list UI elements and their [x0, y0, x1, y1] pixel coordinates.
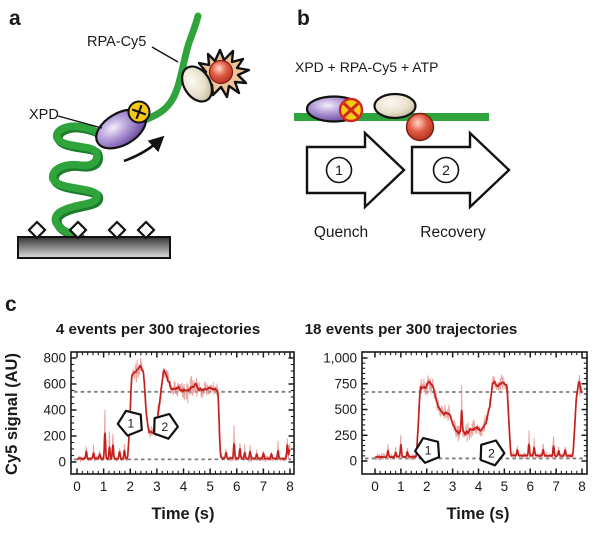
x-tick-label: 3 — [449, 479, 457, 494]
event-marker-pentagon-icon — [153, 412, 179, 440]
quench-label: Quench — [314, 224, 368, 241]
x-tick-label: 7 — [552, 479, 560, 494]
x-tick-label: 2 — [423, 479, 431, 494]
quenched-cy5-b-icon — [338, 97, 364, 123]
y-tick-label: 0 — [58, 455, 66, 470]
event-marker: 1 — [116, 409, 143, 437]
x-tick-label: 1 — [397, 479, 405, 494]
anchor-diamond-icon — [27, 220, 47, 240]
event-marker: 2 — [479, 439, 506, 467]
anchor-diamond-icon — [136, 220, 156, 240]
surface-anchor-diamonds — [27, 220, 156, 240]
quenched-dye-icon — [127, 100, 151, 124]
xpd-label: XPD — [29, 107, 59, 123]
left-chart-title: 4 events per 300 trajectories — [56, 321, 260, 338]
rpa-leader-line — [151, 46, 179, 63]
trace-noise-band — [374, 374, 583, 462]
cy5-dye-b-icon — [405, 112, 435, 142]
x-tick-label: 1 — [100, 479, 108, 494]
event-marker-number: 2 — [162, 420, 169, 434]
panel-c-letter: c — [5, 293, 17, 316]
y-tick-label: 750 — [334, 376, 357, 391]
reaction-text: XPD + RPA-Cy5 + ATP — [295, 59, 438, 75]
x-tick-label: 5 — [501, 479, 509, 494]
x-tick-label: 5 — [206, 479, 214, 494]
right-chart-title: 18 events per 300 trajectories — [305, 321, 518, 338]
cy5-dye-icon — [208, 59, 234, 85]
event-marker-pentagon-icon — [479, 439, 506, 467]
event-marker-number: 1 — [127, 417, 134, 431]
cy5-trace — [76, 364, 291, 461]
x-tick-label: 3 — [153, 479, 161, 494]
y-tick-label: 400 — [43, 403, 66, 418]
step2-circle-icon — [432, 156, 460, 184]
step1-number: 1 — [335, 162, 343, 178]
surface-slide — [17, 236, 171, 259]
rpa-protein-icon — [180, 65, 214, 103]
y-axis-label: Cy5 signal (AU) — [3, 353, 21, 475]
panel-c: c 4 events per 300 trajectories 18 event… — [3, 293, 588, 523]
right-x-axis-label: Time (s) — [447, 505, 510, 523]
x-tick-label: 0 — [371, 479, 379, 494]
y-tick-label: 250 — [334, 428, 357, 443]
panel-b: b XPD + RPA-Cy5 + ATP 1 2 Quench Recover… — [294, 7, 511, 241]
x-tick-label: 7 — [260, 479, 268, 494]
x-tick-label: 0 — [73, 479, 81, 494]
xpd-leader-line — [57, 115, 103, 129]
anchor-diamond-icon — [68, 220, 88, 240]
event-marker: 2 — [153, 412, 179, 440]
right-chart: 0 250 500 750 1,000 0 1 2 3 4 5 6 7 8 1 2 — [323, 351, 588, 494]
event-marker-number: 2 — [488, 446, 495, 460]
rpa-protein-b-icon — [373, 92, 417, 120]
plot-frame — [70, 351, 295, 475]
event-marker-number: 1 — [425, 444, 432, 458]
plot-frame — [361, 351, 588, 475]
y-tick-label: 0 — [349, 454, 357, 469]
panel-b-letter: b — [297, 7, 310, 30]
x-tick-label: 4 — [475, 479, 483, 494]
cy5-trace — [374, 380, 583, 459]
panel-a: a — [9, 7, 251, 259]
y-tick-label: 1,000 — [323, 351, 357, 366]
recovery-label: Recovery — [420, 224, 486, 241]
step2-number: 2 — [442, 162, 450, 178]
step2-block-arrow-icon — [410, 130, 511, 210]
event-marker-pentagon-icon — [116, 409, 143, 437]
left-chart: 0 200 400 600 800 0 1 2 3 4 5 6 7 8 1 2 — [43, 351, 295, 494]
panel-a-letter: a — [9, 7, 21, 30]
dna-helix-icon — [48, 122, 106, 240]
left-x-axis-label: Time (s) — [152, 505, 215, 523]
step1-block-arrow-icon — [305, 130, 406, 210]
x-tick-label: 4 — [180, 479, 188, 494]
x-tick-label: 8 — [286, 479, 294, 494]
translocation-arrow-icon — [123, 135, 165, 163]
x-tick-label: 2 — [126, 479, 134, 494]
y-tick-label: 600 — [43, 377, 66, 392]
anchor-diamond-icon — [107, 220, 127, 240]
y-tick-label: 800 — [43, 351, 66, 366]
x-tick-label: 8 — [578, 479, 586, 494]
y-tick-label: 500 — [334, 402, 357, 417]
x-tick-label: 6 — [233, 479, 241, 494]
step1-circle-icon — [325, 156, 353, 184]
event-marker-pentagon-icon — [414, 437, 441, 464]
y-tick-label: 200 — [43, 429, 66, 444]
rpa-cy5-label: RPA-Cy5 — [87, 34, 146, 50]
event-marker: 1 — [414, 437, 441, 464]
x-tick-label: 6 — [526, 479, 534, 494]
